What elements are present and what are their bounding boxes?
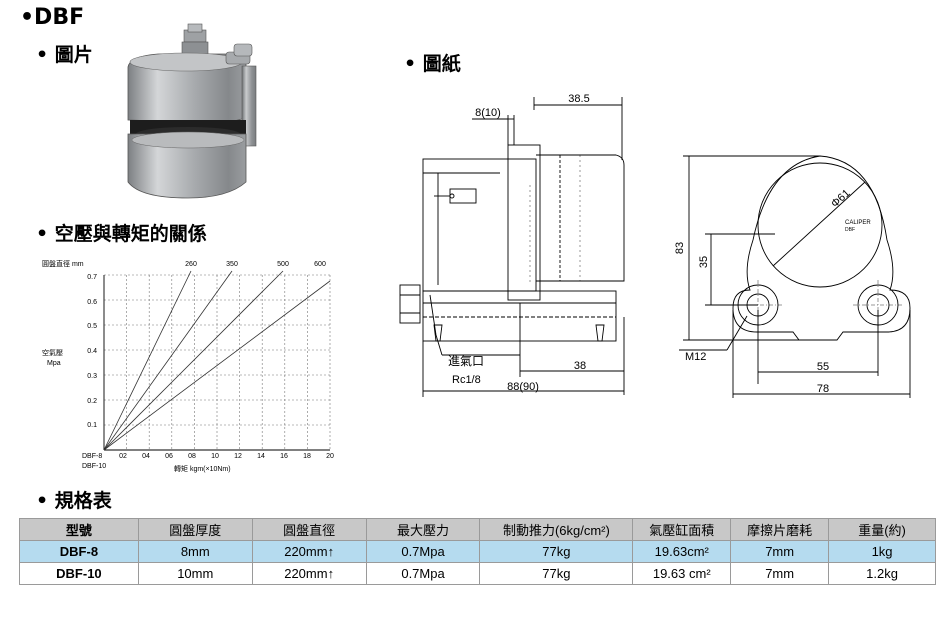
- dim-8-10: 8(10): [475, 107, 501, 119]
- graph-line-260: [103, 270, 192, 451]
- cell-weight: 1.2kg: [828, 562, 936, 585]
- graph-x-tick: 20: [326, 453, 334, 460]
- graph-disc-label: 圓盤直徑 mm: [42, 259, 84, 268]
- section-photo-heading: • 圖片: [36, 44, 93, 66]
- cell-model: DBF-10: [19, 562, 139, 585]
- graph-grid: [104, 274, 331, 450]
- graph-x-label: 轉矩 kgm(×10Nm): [174, 464, 231, 473]
- graph-y-tick: 0.3: [87, 373, 97, 380]
- product-photo: [127, 23, 257, 199]
- cell-disc-diameter: 220mm↑: [251, 540, 367, 563]
- cell-disc-diameter: 220mm↑: [251, 562, 367, 585]
- phi-61-label: Φ61: [829, 187, 853, 210]
- graph-disc-tick: 600: [314, 261, 326, 268]
- graph-y-tick: 0.6: [87, 299, 97, 306]
- front-view-drawing: 83 35 Φ61 CALIPER DBF M12 55 78: [674, 155, 911, 398]
- cell-pad-wear: 7mm: [730, 562, 830, 585]
- cell-model: DBF-8: [19, 540, 139, 563]
- cell-cylinder-area: 19.63 cm²: [632, 562, 732, 585]
- graph-y-label: 空氣壓: [42, 348, 63, 357]
- cell-max-pressure: 0.7Mpa: [365, 540, 481, 563]
- graph-axes: [103, 275, 330, 451]
- cell-max-pressure: 0.7Mpa: [365, 562, 481, 585]
- graph-x-tick: 04: [142, 453, 150, 460]
- cell-disc-thickness: 10mm: [137, 562, 253, 585]
- graph-x-tick: 10: [211, 453, 219, 460]
- header-max-pressure: 最大壓力: [365, 518, 481, 541]
- cell-braking-force: 77kg: [479, 540, 634, 563]
- graph-y-tick: 0.2: [87, 398, 97, 405]
- graph-model-label: DBF-10: [82, 463, 106, 470]
- caliper-model-label: DBF: [845, 227, 855, 233]
- rc-label: Rc1/8: [452, 374, 481, 386]
- header-cylinder-area: 氣壓缸面積: [632, 518, 732, 541]
- section-relation-heading: • 空壓與轉矩的關係: [36, 223, 207, 245]
- caliper-label: CALIPER: [845, 220, 871, 226]
- section-spec-heading: • 規格表: [36, 490, 112, 512]
- graph-line-600: [103, 280, 331, 451]
- graph-y-unit: Mpa: [47, 360, 61, 367]
- dim-83: 83: [674, 242, 686, 254]
- graph-disc-tick: 350: [226, 261, 238, 268]
- cell-pad-wear: 7mm: [730, 540, 830, 563]
- dim-55: 55: [817, 361, 829, 373]
- graph-y-tick: 0.7: [87, 274, 97, 281]
- dim-35: 35: [698, 256, 710, 268]
- spec-table: 型號 圓盤厚度 圓盤直徑 最大壓力 制動推力(6kg/cm²) 氣壓缸面積 摩擦…: [19, 518, 936, 585]
- graph-x-tick: 18: [303, 453, 311, 460]
- table-header-row: 型號 圓盤厚度 圓盤直徑 最大壓力 制動推力(6kg/cm²) 氣壓缸面積 摩擦…: [19, 518, 936, 541]
- table-row: DBF-10 10mm 220mm↑ 0.7Mpa 77kg 19.63 cm²…: [19, 562, 936, 585]
- page-title: •DBF: [20, 5, 85, 30]
- graph-x-tick: 06: [165, 453, 173, 460]
- header-braking-force: 制動推力(6kg/cm²): [479, 518, 634, 541]
- pressure-torque-graph: 圓盤直徑 mm 260 350 500 600 0.7 0.6 0.5 0.4 …: [42, 259, 334, 473]
- graph-x-tick: 08: [188, 453, 196, 460]
- header-pad-wear: 摩擦片磨耗: [730, 518, 830, 541]
- graph-model-label: DBF-8: [82, 453, 102, 460]
- graph-disc-tick: 500: [277, 261, 289, 268]
- table-row: DBF-8 8mm 220mm↑ 0.7Mpa 77kg 19.63cm² 7m…: [19, 540, 936, 563]
- cell-weight: 1kg: [828, 540, 936, 563]
- dim-38-5: 38.5: [568, 93, 589, 105]
- graph-y-tick: 0.5: [87, 323, 97, 330]
- header-weight: 重量(約): [828, 518, 936, 541]
- graph-x-tick: 14: [257, 453, 265, 460]
- cell-cylinder-area: 19.63cm²: [632, 540, 732, 563]
- graph-y-tick: 0.1: [87, 422, 97, 429]
- dim-88-90: 88(90): [507, 381, 539, 393]
- inlet-label: 進氣口: [448, 354, 484, 368]
- header-disc-thickness: 圓盤厚度: [137, 518, 253, 541]
- cell-disc-thickness: 8mm: [137, 540, 253, 563]
- dim-38: 38: [574, 360, 586, 372]
- header-disc-diameter: 圓盤直徑: [251, 518, 367, 541]
- graph-x-tick: 12: [234, 453, 242, 460]
- graph-disc-tick: 260: [185, 261, 197, 268]
- graph-x-tick: 02: [119, 453, 127, 460]
- dim-78: 78: [817, 383, 829, 395]
- graph-y-tick: 0.4: [87, 348, 97, 355]
- header-model: 型號: [19, 518, 139, 541]
- m12-label: M12: [685, 351, 706, 363]
- graph-x-tick: 16: [280, 453, 288, 460]
- side-view-drawing: 38.5 8(10) 進氣口 Rc1/8 38 88(90): [399, 93, 625, 397]
- cell-braking-force: 77kg: [479, 562, 634, 585]
- section-drawing-heading: • 圖紙: [404, 53, 461, 75]
- graph-line-500: [103, 270, 284, 451]
- graph-line-350: [103, 270, 233, 451]
